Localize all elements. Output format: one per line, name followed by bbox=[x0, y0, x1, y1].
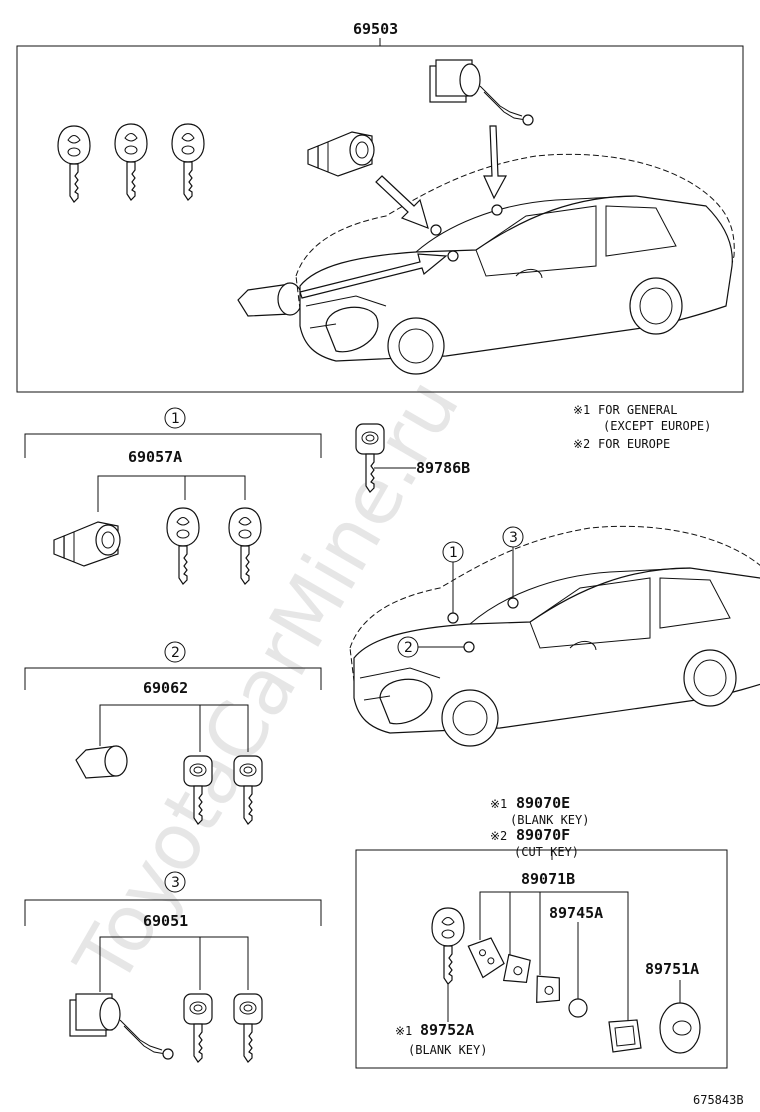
transmitter-case-icon bbox=[467, 937, 505, 979]
lock-cylinder-icon bbox=[307, 131, 375, 177]
case-leaders bbox=[479, 891, 629, 1022]
transmitter-board-icon bbox=[502, 953, 531, 983]
transmitter-line1-mark: ※1 bbox=[490, 797, 507, 811]
transmitter-line1-part: 89070E bbox=[516, 794, 570, 812]
key-icon bbox=[183, 993, 213, 1063]
transmitter-line2-part: 89070F bbox=[516, 826, 570, 844]
note1-mark: ※1 bbox=[573, 403, 590, 417]
key-89786B-part-number: 89786B bbox=[416, 459, 470, 477]
transmitter-frame bbox=[355, 849, 728, 1069]
note2-mark: ※2 bbox=[573, 437, 590, 451]
group1-leaders bbox=[97, 475, 246, 512]
car-callout-2-label: 2 bbox=[404, 640, 413, 656]
ignition-cylinder-icon bbox=[429, 59, 534, 126]
lock-position-marker bbox=[491, 204, 503, 216]
top-assembly-frame bbox=[16, 45, 744, 393]
key-icon bbox=[228, 507, 262, 585]
blank-key-note: (BLANK KEY) bbox=[408, 1043, 487, 1057]
transmitter-cap-icon bbox=[536, 975, 561, 1004]
car-illustration bbox=[349, 525, 760, 747]
group2-callout-label: 2 bbox=[171, 645, 180, 661]
transmitter-line2-note: (CUT KEY) bbox=[514, 845, 579, 859]
transmitter-line2-mark: ※2 bbox=[490, 829, 507, 843]
group3-callout bbox=[164, 871, 186, 893]
transmitter-line1-note: (BLANK KEY) bbox=[510, 813, 589, 827]
blank-key-part-number: 89752A bbox=[420, 1021, 474, 1039]
transmitter-cover-icon bbox=[659, 1002, 701, 1054]
group1-part-number: 69057A bbox=[128, 448, 182, 466]
lock-position-marker bbox=[507, 597, 519, 609]
group2-callout bbox=[164, 641, 186, 663]
battery-icon bbox=[568, 998, 588, 1018]
blank-key-mark: ※1 bbox=[395, 1024, 412, 1038]
group1-callout-label: 1 bbox=[171, 411, 180, 427]
lock-position-marker bbox=[447, 250, 459, 262]
remote-key-icon bbox=[431, 907, 465, 985]
group3-part-number: 69051 bbox=[143, 912, 188, 930]
group2-leaders bbox=[99, 704, 249, 752]
cover-part-number: 89751A bbox=[645, 960, 699, 978]
door-cylinder-icon bbox=[75, 745, 128, 779]
pointer-arrows bbox=[299, 125, 508, 299]
lock-position-marker bbox=[430, 224, 442, 236]
car-callout-3-label: 3 bbox=[509, 530, 518, 546]
ignition-cylinder-icon bbox=[69, 993, 174, 1060]
group1-bracket bbox=[24, 433, 322, 458]
lock-cylinder-icon bbox=[53, 521, 121, 567]
note1-text-2: (EXCEPT EUROPE) bbox=[603, 419, 711, 433]
car-callout-1-label: 1 bbox=[449, 545, 458, 561]
case-part-number: 89071B bbox=[521, 870, 575, 888]
group3-callout-label: 3 bbox=[171, 875, 180, 891]
figure-id: 675843B bbox=[693, 1093, 744, 1107]
note1-text: FOR GENERAL bbox=[598, 403, 677, 417]
top-assembly-part-number: 69503 bbox=[353, 20, 398, 38]
car-illustration bbox=[295, 153, 735, 375]
key-icon bbox=[57, 125, 91, 203]
key-icon bbox=[114, 123, 148, 201]
key-icon bbox=[166, 507, 200, 585]
group3-leaders bbox=[99, 936, 249, 992]
door-cylinder-icon bbox=[237, 282, 303, 317]
lock-position-marker bbox=[463, 641, 475, 653]
key-icon bbox=[233, 993, 263, 1063]
battery-part-number: 89745A bbox=[549, 904, 603, 922]
transmitter-housing-icon bbox=[608, 1019, 642, 1053]
group2-part-number: 69062 bbox=[143, 679, 188, 697]
group1-callout bbox=[164, 407, 186, 429]
lock-position-marker bbox=[447, 612, 459, 624]
note2-text: FOR EUROPE bbox=[598, 437, 670, 451]
group3-bracket bbox=[24, 899, 322, 926]
key-icon bbox=[171, 123, 205, 201]
group2-bracket bbox=[24, 667, 322, 690]
